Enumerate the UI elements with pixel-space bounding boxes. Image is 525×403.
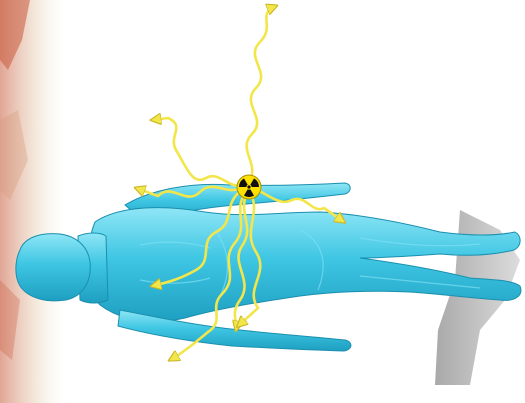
ray-up xyxy=(247,6,276,182)
head xyxy=(16,234,90,301)
radiation-trefoil-icon xyxy=(237,175,261,199)
ray-upper-left xyxy=(152,118,246,186)
background-photo xyxy=(0,0,70,403)
